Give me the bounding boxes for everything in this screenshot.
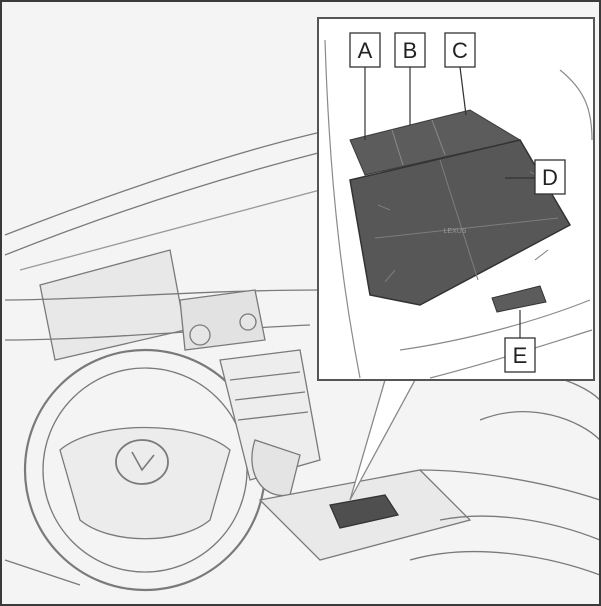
svg-text:B: B [403,38,418,63]
svg-text:E: E [513,343,528,368]
label-c: C [444,32,476,68]
label-e: E [504,337,536,373]
enter-button [491,285,547,313]
svg-text:C: C [452,38,468,63]
pad-logo: LEXUS [444,228,467,235]
label-b: B [394,32,426,68]
label-a: A [349,32,381,68]
label-d: D [534,159,566,195]
lexus-emblem [115,439,169,485]
dial-right [239,313,257,331]
dial-left [189,324,211,346]
touchpad-inset: LEXUS A B C D E [317,17,595,381]
svg-text:A: A [358,38,373,63]
svg-text:D: D [542,165,558,190]
console-touchpad-small [329,494,400,529]
